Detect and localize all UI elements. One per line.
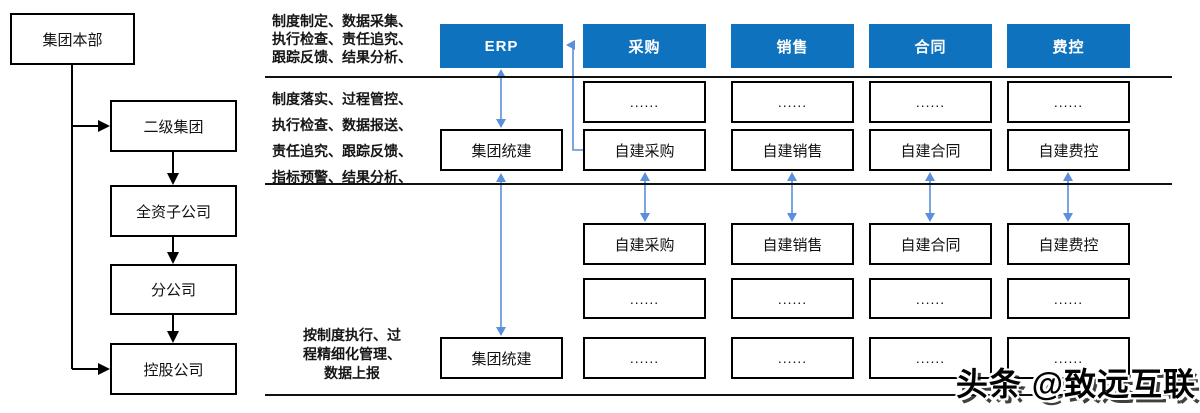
- cell-dots: ......: [1007, 81, 1130, 123]
- annotation-middle-line-3: 责任追究、跟踪反馈、: [272, 143, 412, 159]
- arrow-down-icon: [167, 173, 179, 185]
- divider-line-3: [265, 394, 1172, 396]
- org-node-second-level-group: 二级集团: [110, 100, 237, 152]
- cell-dots: ......: [1007, 337, 1130, 379]
- cell-dots: ......: [731, 278, 854, 319]
- arrow-down-icon: [787, 213, 797, 222]
- arrow-down-icon: [1063, 213, 1073, 222]
- self-built-to-erp-elbow: [570, 44, 583, 151]
- arrow-right-icon: [98, 120, 110, 132]
- annotation-top-line-2: 执行检查、责任追究、: [272, 31, 412, 47]
- cell-dots: ......: [583, 337, 706, 379]
- arrow-down-icon: [496, 327, 506, 336]
- divider-line-1: [265, 76, 1172, 78]
- header-sales: 销售: [731, 24, 854, 68]
- header-expense-control: 费控: [1007, 24, 1130, 68]
- arrow-down-icon: [640, 213, 650, 222]
- org-node-wholly-owned-subsidiary: 全资子公司: [110, 185, 237, 237]
- watermark: 头条 @致远互联: [955, 366, 1196, 402]
- org-node-branch-company: 分公司: [110, 264, 237, 315]
- cell-self-built-sales-upper: 自建销售: [731, 129, 854, 171]
- arrow-down-icon: [167, 252, 179, 264]
- cell-self-built-contract-upper: 自建合同: [869, 129, 992, 171]
- cell-dots: ......: [869, 337, 992, 379]
- arrow-up-icon: [925, 172, 935, 181]
- divider-line-2: [265, 183, 1172, 185]
- arrow-right-icon: [98, 363, 110, 375]
- annotation-middle-line-1: 制度落实、过程管控、: [272, 91, 412, 107]
- cell-self-built-contract-lower: 自建合同: [869, 223, 992, 265]
- arrow-up-icon: [640, 172, 650, 181]
- header-contract: 合同: [869, 24, 992, 68]
- cell-dots: ......: [869, 278, 992, 319]
- org-node-group-hq: 集团本部: [10, 13, 135, 65]
- cell-dots: ......: [869, 81, 992, 123]
- arrow-up-icon: [787, 172, 797, 181]
- annotation-bottom-line-3: 数据上报: [324, 365, 380, 381]
- header-erp: ERP: [440, 24, 563, 68]
- cell-dots: ......: [1007, 278, 1130, 319]
- cell-group-built-top: 集团统建: [440, 129, 563, 171]
- cell-self-built-procurement-lower: 自建采购: [583, 223, 706, 265]
- arrow-left-icon: [566, 40, 575, 50]
- header-procurement: 采购: [583, 24, 706, 68]
- cell-self-built-procurement-upper: 自建采购: [583, 129, 706, 171]
- cell-self-built-expense-lower: 自建费控: [1007, 223, 1130, 265]
- annotation-bottom: 按制度执行、过 程精细化管理、 数据上报: [272, 326, 432, 383]
- arrow-down-icon: [925, 213, 935, 222]
- cell-self-built-sales-lower: 自建销售: [731, 223, 854, 265]
- cell-dots: ......: [583, 81, 706, 123]
- annotation-top: 制度制定、数据采集、 执行检查、责任追究、 跟踪反馈、结果分析、: [272, 12, 412, 66]
- annotation-bottom-line-2: 程精细化管理、: [303, 346, 401, 362]
- annotation-middle: 制度落实、过程管控、 执行检查、数据报送、 责任追究、跟踪反馈、 指标预警、结果…: [272, 86, 412, 190]
- arrow-down-icon: [496, 119, 506, 128]
- arrow-down-icon: [167, 331, 179, 343]
- cell-dots: ......: [583, 278, 706, 319]
- annotation-bottom-line-1: 按制度执行、过: [303, 327, 401, 343]
- arrow-up-icon: [496, 173, 506, 182]
- cell-self-built-expense-upper: 自建费控: [1007, 129, 1130, 171]
- annotation-middle-line-4: 指标预警、结果分析、: [272, 169, 412, 185]
- annotation-middle-line-2: 执行检查、数据报送、: [272, 117, 412, 133]
- annotation-top-line-3: 跟踪反馈、结果分析、: [272, 49, 412, 65]
- cell-dots: ......: [731, 81, 854, 123]
- arrow-up-icon: [1063, 172, 1073, 181]
- cell-group-built-bottom: 集团统建: [440, 337, 563, 379]
- annotation-top-line-1: 制度制定、数据采集、: [272, 13, 412, 29]
- org-node-holding-company: 控股公司: [110, 343, 237, 395]
- cell-dots: ......: [731, 337, 854, 379]
